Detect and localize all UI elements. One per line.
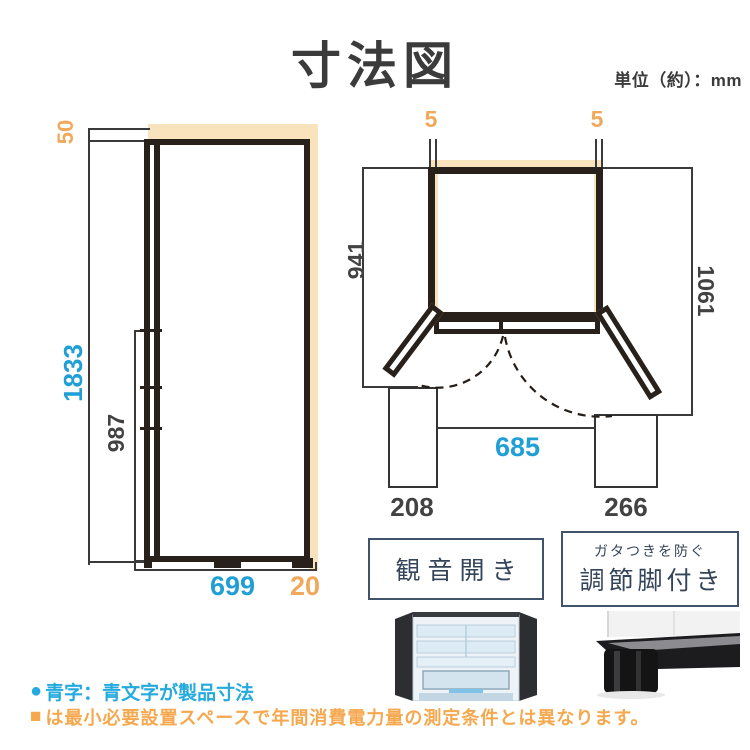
- underside-highlight: [608, 636, 740, 651]
- right-clearance-label: 5: [590, 106, 604, 132]
- legend-orange-text: は最小必要設置スペースで年間消費電力量の測定条件とは異なります。: [45, 708, 650, 728]
- door-separator-tick-1: [140, 329, 162, 332]
- legend-blue-line: ● 青字：青文字が製品寸法: [30, 678, 254, 705]
- door-separator-tick-3: [140, 427, 162, 430]
- right-door-protrusion-label: 266: [604, 492, 648, 522]
- right-clearance-tick-b: [601, 139, 603, 168]
- left-door-protrusion-box: [388, 387, 438, 488]
- open-door-right: [594, 304, 663, 401]
- right-open-space-dim-cap: [656, 414, 693, 416]
- foot-shadow: [597, 691, 665, 699]
- adjustable-foot: [604, 649, 658, 693]
- adjustable-foot-illustration: [578, 611, 740, 701]
- open-fridge-illustration: [393, 611, 539, 701]
- open-fridge-photo: [393, 611, 539, 701]
- side-top-clearance-cap-top: [88, 128, 150, 130]
- side-base-line-left-end: [134, 562, 136, 571]
- door-separator-tick-2: [140, 386, 162, 389]
- fridge-side-door-front-line: [154, 145, 160, 556]
- right-clearance-tick-a: [595, 139, 597, 168]
- side-lower-door-dim-line: [134, 330, 136, 562]
- side-base-line-right-end: [315, 562, 317, 571]
- right-open-space-label: 1061: [693, 265, 720, 317]
- width-dim-line: [437, 427, 595, 429]
- door-type-box: 観音開き: [368, 538, 544, 600]
- right-door-protrusion-box: [594, 414, 658, 488]
- side-top-clearance-band: [148, 124, 318, 141]
- side-base-line: [134, 569, 317, 571]
- legend-orange-line: ■ は最小必要設置スペースで年間消費電力量の測定条件とは異なります。: [30, 704, 650, 730]
- crisper-drawer: [422, 670, 510, 690]
- right-door-swing-arc: [503, 336, 613, 418]
- open-door-left: [382, 303, 444, 378]
- fridge-shelf-3: [416, 656, 516, 668]
- door-gap-tick: [499, 318, 503, 330]
- foot-knurl-highlight-2: [636, 651, 641, 691]
- side-height-label: 1833: [58, 344, 88, 402]
- unit-note: 単位（約）：mm: [614, 71, 742, 90]
- side-top-clearance-label: 50: [53, 119, 78, 145]
- side-depth-label: 699: [209, 571, 256, 601]
- left-door-protrusion-label: 208: [390, 492, 434, 522]
- right-open-space-dim-line: [691, 167, 693, 416]
- side-top-clearance-cap-bottom: [88, 140, 148, 142]
- feet-caption-small: ガタつきを防ぐ: [594, 543, 706, 559]
- fridge-left-door: [395, 612, 413, 701]
- fridge-side-foot-left: [214, 558, 241, 568]
- left-open-space-label: 941: [342, 240, 369, 280]
- bottom-drawer: [419, 693, 513, 701]
- top-view-top-strip: [429, 160, 603, 169]
- left-clearance-label: 5: [424, 106, 438, 132]
- left-clearance-tick-b: [435, 139, 437, 168]
- adjustable-foot-photo: [578, 611, 740, 701]
- page-title: 寸法図: [291, 38, 459, 94]
- left-open-space-dim-line: [362, 167, 364, 388]
- fridge-side-cabinet: [144, 139, 310, 562]
- fridge-side-front-foot: [144, 556, 152, 568]
- adjustable-feet-box: ガタつきを防ぐ 調節脚付き: [561, 531, 739, 607]
- blue-circle-bullet-icon: ●: [30, 680, 43, 702]
- closed-doors-bar: [434, 317, 600, 334]
- left-clearance-tick-a: [429, 139, 431, 168]
- side-lower-door-dim-cap-bottom: [134, 560, 146, 562]
- side-rear-clearance-band: [309, 124, 318, 571]
- side-height-dim-line: [88, 128, 90, 565]
- door-type-label: 観音開き: [395, 557, 524, 585]
- left-door-swing-arc: [418, 335, 505, 389]
- fridge-right-door: [519, 612, 537, 701]
- width-label: 685: [494, 432, 541, 462]
- fridge-side-foot-right: [292, 558, 313, 568]
- orange-square-bullet-icon: ■: [30, 706, 43, 727]
- feet-caption-large: 調節脚付き: [579, 567, 725, 595]
- legend-blue-text: 青字：青文字が製品寸法: [45, 683, 255, 704]
- side-height-dim-cap-bottom: [88, 561, 148, 563]
- side-lower-door-label: 987: [102, 413, 129, 453]
- fridge-top-edge: [413, 612, 519, 617]
- side-rear-clearance-label: 20: [289, 571, 321, 601]
- fridge-top-cabinet: [428, 167, 603, 319]
- foot-knurl-highlight-1: [614, 651, 620, 691]
